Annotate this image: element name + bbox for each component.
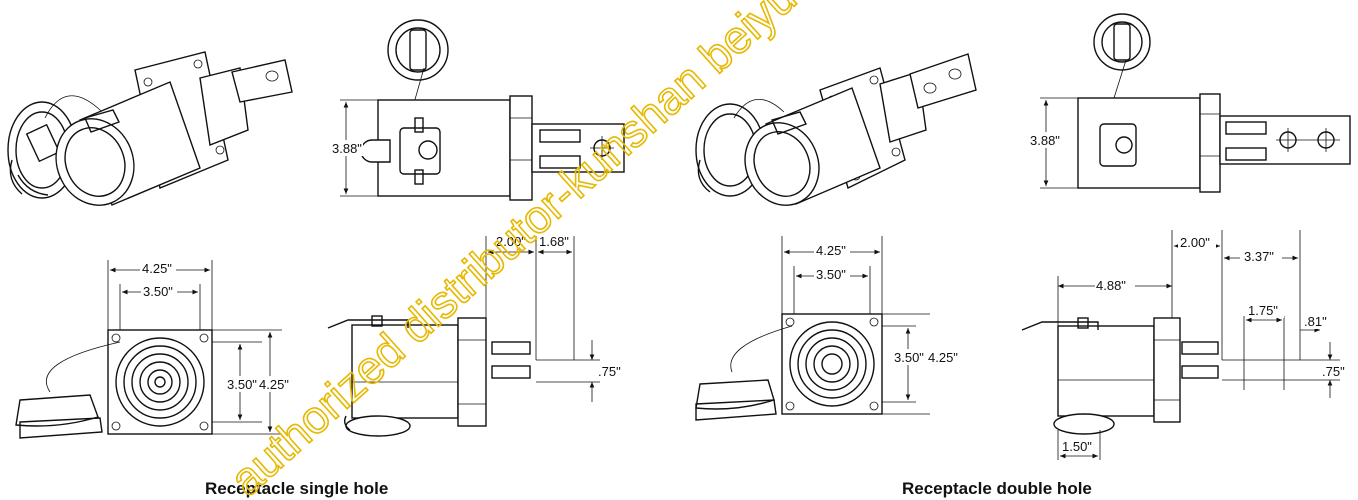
double-iso-view [695,53,977,206]
single-bottom-view [15,260,290,439]
double-bottom-width-outer-label: 4.25" [816,243,846,258]
caption-single-hole: Receptacle single hole [205,479,388,498]
double-side-tab-label: 3.37" [1244,249,1274,264]
single-front-height-label: 3.88" [332,141,362,156]
double-bottom-view [695,236,959,421]
double-side-view [1021,230,1340,460]
watermark-text: authorized distributor-kunshan beiyuan e… [220,0,962,500]
single-bottom-width-outer-label: 4.25" [142,261,172,276]
double-bottom-height-outer-label: 4.25" [928,350,958,365]
double-side-body-label: 4.88" [1096,278,1126,293]
double-side-hole-label: 1.75" [1248,303,1278,318]
double-bottom-height-inner-label: 3.50" [894,350,924,365]
single-bottom-height-inner-label: 3.50" [227,377,257,392]
single-iso-view [7,51,293,206]
double-side-tab-height-label: .75" [1322,364,1345,379]
double-side-flange-label: 2.00" [1180,235,1210,250]
double-front-view [1029,13,1351,193]
single-side-view [327,234,600,437]
single-side-flange-label: 2.00" [496,234,526,249]
double-side-base-label: 1.50" [1062,439,1092,454]
single-bottom-height-outer-label: 4.25" [259,377,289,392]
single-front-view [331,19,625,201]
double-front-height-label: 3.88" [1030,133,1060,148]
single-side-tab-label: 1.68" [539,234,569,249]
single-side-tab-height-label: .75" [598,364,621,379]
double-bottom-width-inner-label: 3.50" [816,267,846,282]
single-bottom-width-inner-label: 3.50" [143,284,173,299]
caption-double-hole: Receptacle double hole [902,479,1092,498]
double-side-hole2-label: .81" [1304,314,1327,329]
